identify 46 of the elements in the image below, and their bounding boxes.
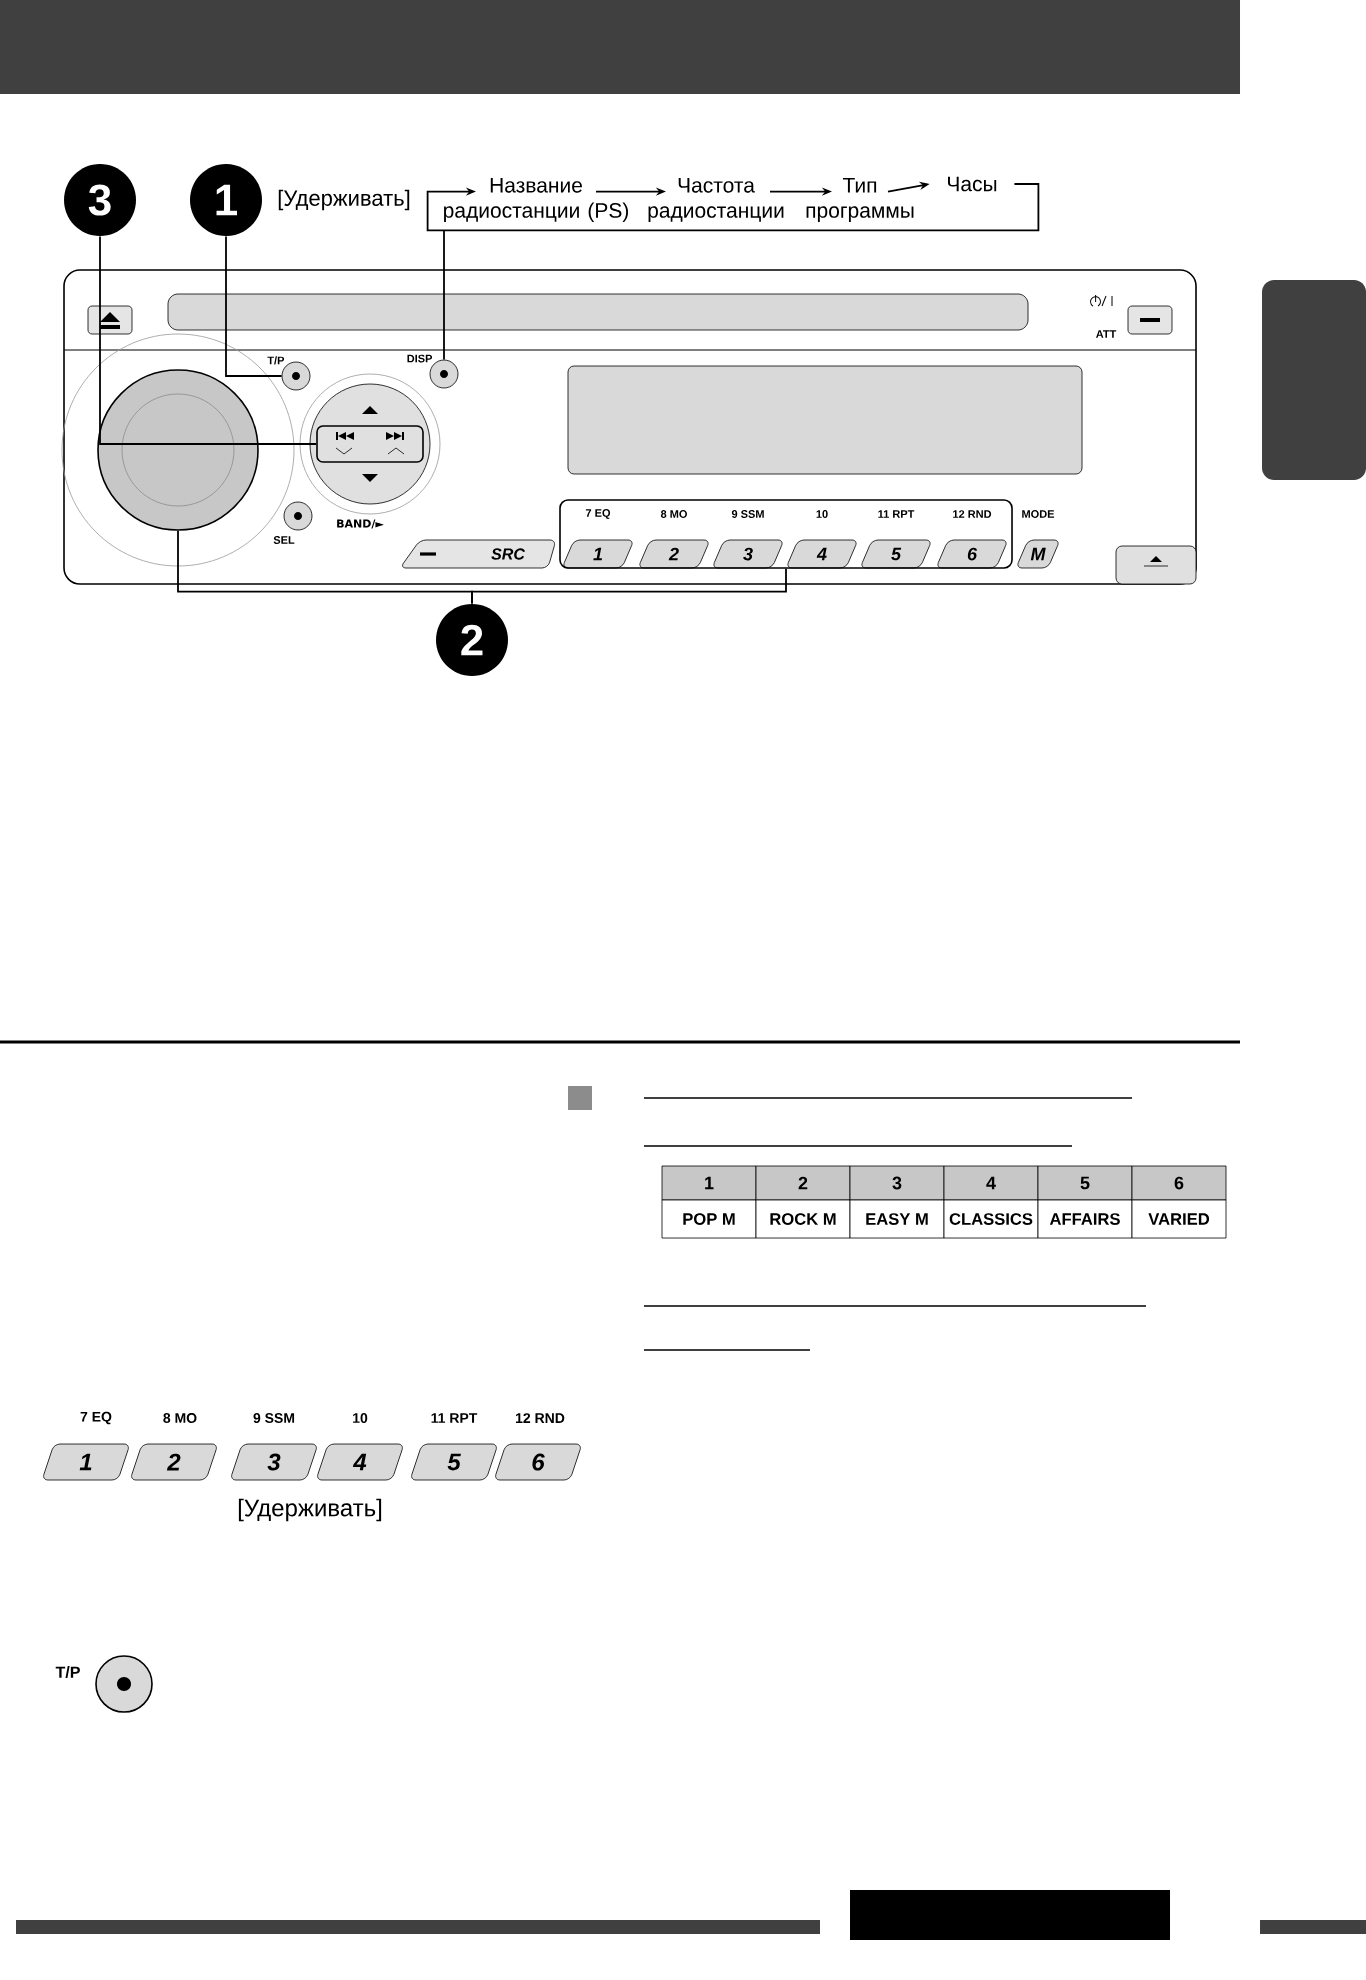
button-group-frame: [559, 499, 1013, 569]
table-cell: 2: [755, 1165, 851, 1201]
preset-button: 5: [861, 539, 931, 569]
hold-note: [Удерживать]: [238, 1498, 382, 1522]
table-cell: 4: [943, 1165, 1039, 1201]
table-cell: 1: [661, 1165, 757, 1201]
control-knob: [97, 369, 259, 531]
table-cell: AFFAIRS: [1037, 1199, 1133, 1239]
preset-button: 4: [787, 539, 857, 569]
leader-line: [443, 229, 445, 361]
table-cell: EASY M: [849, 1199, 945, 1239]
preset-button: 1: [43, 1443, 129, 1481]
table-cell: CLASSICS: [943, 1199, 1039, 1239]
mode-button: M: [1017, 539, 1059, 569]
round-button: [283, 501, 313, 531]
preset-button: 3: [231, 1443, 317, 1481]
skip-button: [316, 425, 424, 463]
display-mode-text: Название радиостанции (PS): [444, 178, 628, 222]
preset-button: 5: [411, 1443, 497, 1481]
preset-button: 3: [713, 539, 783, 569]
preset-button: 2: [639, 539, 709, 569]
hold-note: [Удерживать]: [278, 189, 410, 211]
table-cell: 6: [1131, 1165, 1227, 1201]
callout-number: 3: [64, 164, 136, 236]
table-cell: 5: [1037, 1165, 1133, 1201]
preset-button: 6: [937, 539, 1007, 569]
side-tab: [1262, 280, 1366, 480]
display-mode-text: Часы: [948, 176, 997, 192]
source-button: SRC: [402, 539, 555, 569]
leader-line: [225, 235, 283, 377]
tp-button: T/P: [55, 1655, 153, 1713]
callout-number: 1: [190, 164, 262, 236]
table-cell: ROCK M: [755, 1199, 851, 1239]
preset-button: 6: [495, 1443, 581, 1481]
leader-line: [99, 235, 318, 445]
display-mode-text: Частота радиостанции: [648, 178, 784, 222]
preset-button: 1: [563, 539, 633, 569]
preset-button: 4: [317, 1443, 403, 1481]
table-cell: 3: [849, 1165, 945, 1201]
leader-line: [471, 567, 787, 605]
table-cell: POP M: [661, 1199, 757, 1239]
preset-button: 2: [131, 1443, 217, 1481]
table-cell: VARIED: [1131, 1199, 1227, 1239]
loop-arrow: [426, 183, 1040, 232]
callout-number: 2: [436, 604, 508, 676]
display-mode-text: Тип программы: [806, 178, 914, 222]
